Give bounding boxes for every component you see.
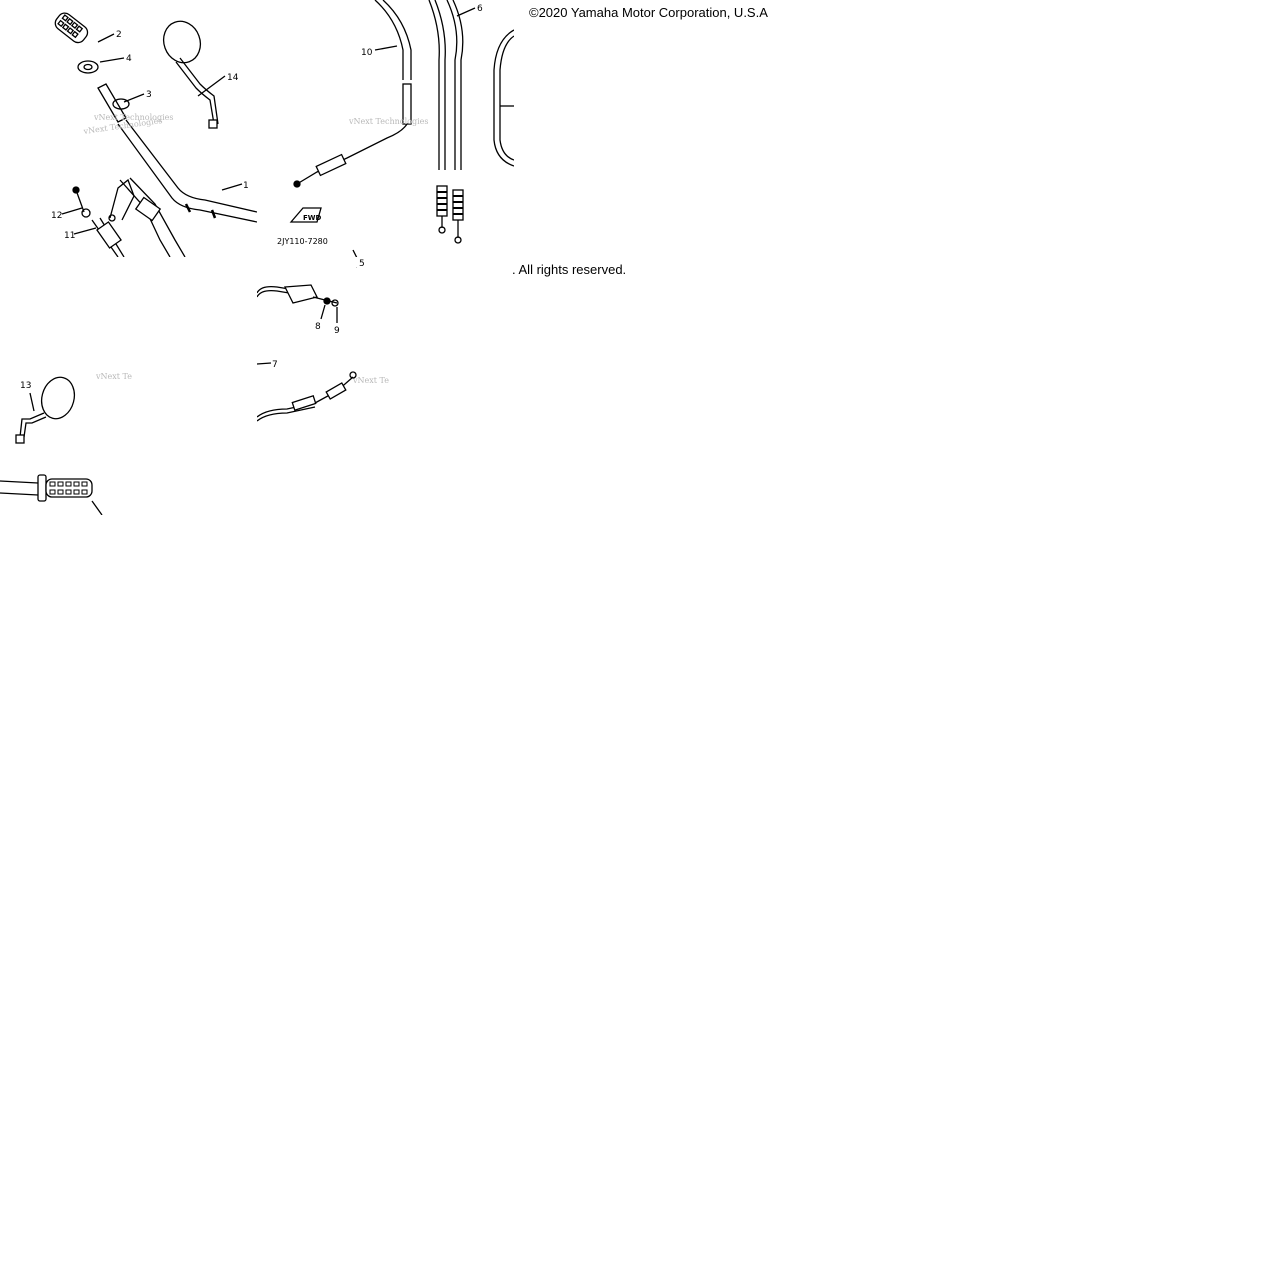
callout-6: 6 [477, 4, 483, 14]
fwd-tag [289, 207, 322, 223]
callout-14: 14 [227, 73, 239, 83]
callout-5-label: 5 [359, 259, 365, 269]
diagram-tile-cables: 6 10 FWD 2JY110-7280 vNext Technologies [257, 0, 514, 257]
watermark: vNext Technologies [93, 113, 173, 122]
diagram-tile-partial [490, 0, 514, 170]
washer-part [77, 60, 99, 74]
copyright-notice: ©2020 Yamaha Motor Corporation, U.S.A [529, 5, 768, 20]
diagram-tile-handlebar: 2 4 3 14 1 12 11 vNext Technologies vNex… [0, 0, 257, 257]
callout-13: 13 [20, 381, 31, 391]
fwd-label: FWD [303, 214, 322, 222]
callout-2: 2 [116, 30, 122, 40]
copyright-rights: . All rights reserved. [512, 262, 627, 277]
diagram-tile-clutch-cable: 7 vNext Te [257, 355, 390, 425]
cable-diagram: 6 10 FWD 2JY110-7280 vNext Technologies [277, 0, 483, 257]
callout-7: 7 [272, 360, 278, 370]
callout-4: 4 [126, 54, 132, 64]
callout-8: 8 [315, 322, 321, 332]
watermark: vNext Te [352, 376, 389, 385]
callout-10: 10 [361, 48, 373, 58]
callout-12: 12 [51, 211, 62, 221]
callout-9: 9 [334, 326, 340, 336]
grip-part [54, 12, 89, 44]
watermark: vNext Te [95, 372, 132, 381]
callout-3: 3 [146, 90, 152, 100]
callout-11: 11 [64, 231, 75, 241]
diagram-tile-throttle-cable: 5 8 9 [257, 257, 357, 337]
handlebar-diagram: 2 4 3 14 1 12 11 vNext Technologies vNex… [51, 12, 257, 257]
diagram-tile-grip [0, 465, 110, 515]
diagram-tile-mirror: 13 vNext Te [0, 355, 133, 450]
watermark: vNext Technologies [348, 117, 428, 126]
callout-1: 1 [243, 181, 249, 191]
diagram-code: 2JY110-7280 [277, 237, 328, 246]
